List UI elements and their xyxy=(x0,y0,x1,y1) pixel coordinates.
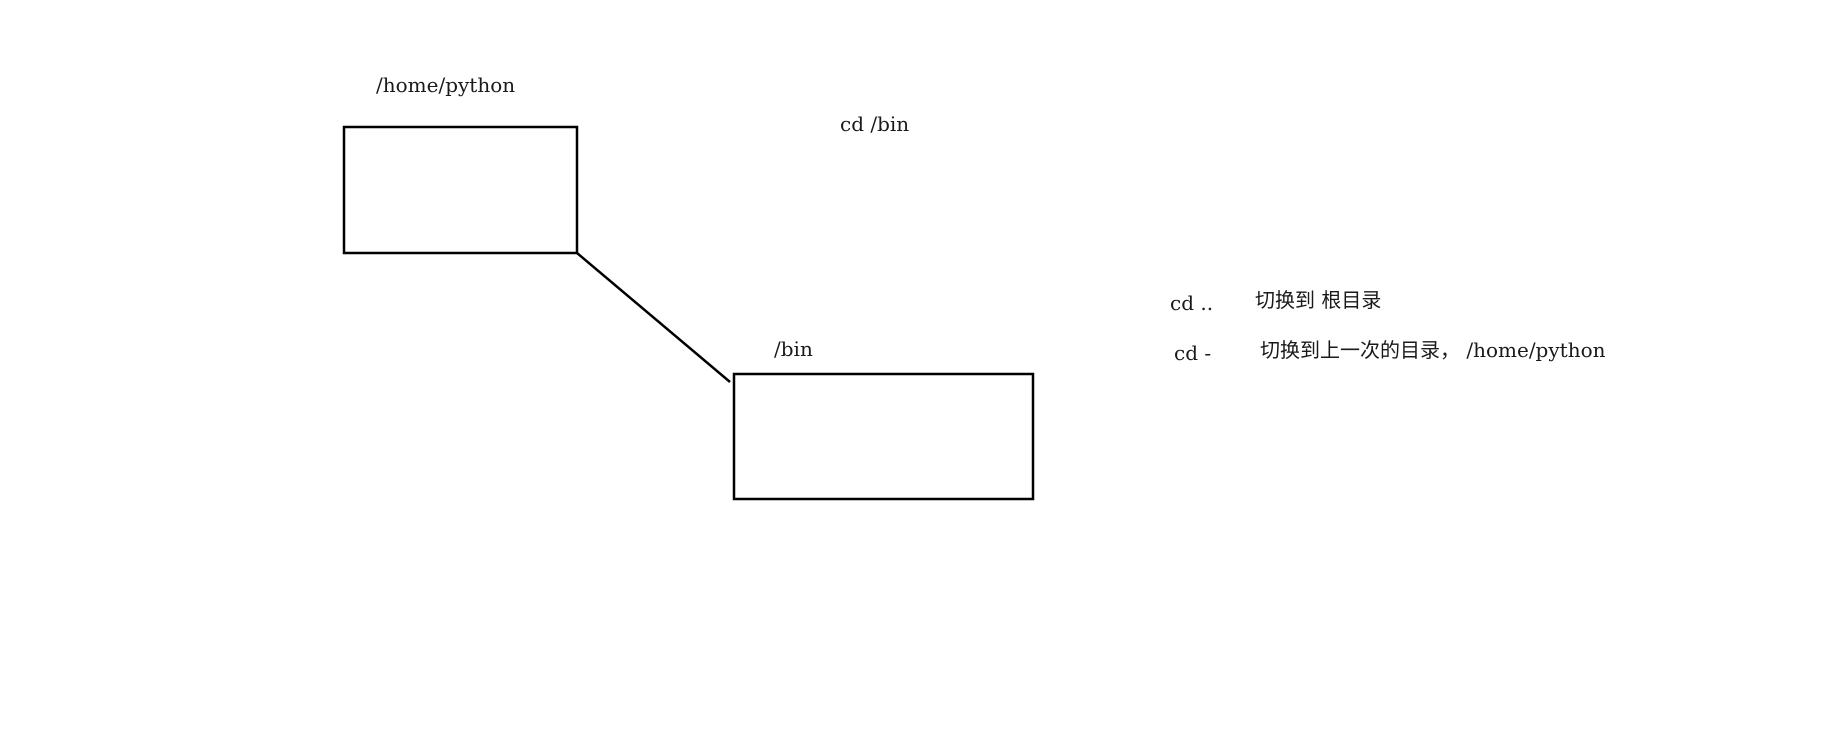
node-home-box xyxy=(342,125,579,255)
node-bin-box xyxy=(732,372,1035,501)
command-label: cd /bin xyxy=(840,112,910,136)
note-description-dotdot: 切换到 根目录 xyxy=(1255,288,1382,312)
note-command-dotdot: cd .. xyxy=(1170,291,1214,315)
node-bin-label: /bin xyxy=(774,337,813,361)
edge-home-to-bin xyxy=(576,252,731,383)
note-description-dash: 切换到上一次的目录， /home/python xyxy=(1260,338,1606,362)
node-home-label: /home/python xyxy=(376,73,516,97)
note-command-dash: cd - xyxy=(1174,341,1212,365)
